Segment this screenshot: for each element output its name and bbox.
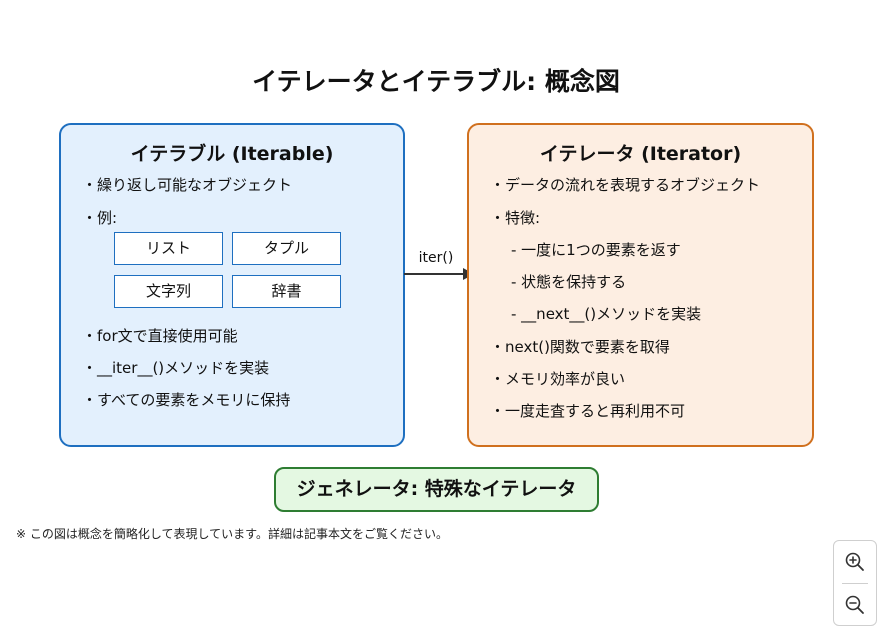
iterator-item: ・メモリ効率が良い [490,370,626,388]
iterator-item: ・next()関数で要素を取得 [490,338,670,356]
zoom-in-button[interactable] [834,541,876,583]
zoom-controls [833,540,877,626]
iterator-box: イテレータ (Iterator) ・データの流れを表現するオブジェクト ・特徴:… [467,123,814,447]
diagram-title: イテレータとイテラブル: 概念図 [252,67,620,96]
iterator-item: ・特徴: [490,209,541,227]
footnote: ※ この図は概念を簡略化して表現しています。詳細は記事本文をご覧ください。 [16,527,448,541]
iterator-item: ・一度走査すると再利用不可 [490,402,686,420]
iterable-item: ・__iter__()メソッドを実装 [82,359,270,377]
zoom-out-button[interactable] [834,584,876,626]
iterable-item: ・すべての要素をメモリに保持 [82,391,291,409]
iter-arrow-label: iter() [418,250,454,266]
iterator-subitem: - 状態を保持する [511,273,627,291]
example-string: 文字列 [114,275,223,308]
generator-box: ジェネレータ: 特殊なイテレータ [274,467,599,512]
iterator-subitem: - __next__()メソッドを実装 [511,305,702,323]
iterable-item: ・繰り返し可能なオブジェクト [82,176,293,194]
iterator-title: イテレータ (Iterator) [539,143,742,165]
iterator-subitem: - 一度に1つの要素を返す [511,241,681,259]
zoom-out-icon [845,595,864,614]
iterable-item: ・for文で直接使用可能 [82,327,238,345]
iterable-box: イテラブル (Iterable) ・繰り返し可能なオブジェクト ・例: リスト … [59,123,405,447]
zoom-in-icon [845,552,864,571]
iterator-item: ・データの流れを表現するオブジェクト [490,176,761,194]
iterable-item: ・例: [82,209,118,227]
example-dict: 辞書 [232,275,341,308]
example-tuple: タプル [232,232,341,265]
iterable-title: イテラブル (Iterable) [130,143,334,165]
zoom-divider [842,583,868,584]
example-list: リスト [114,232,223,265]
